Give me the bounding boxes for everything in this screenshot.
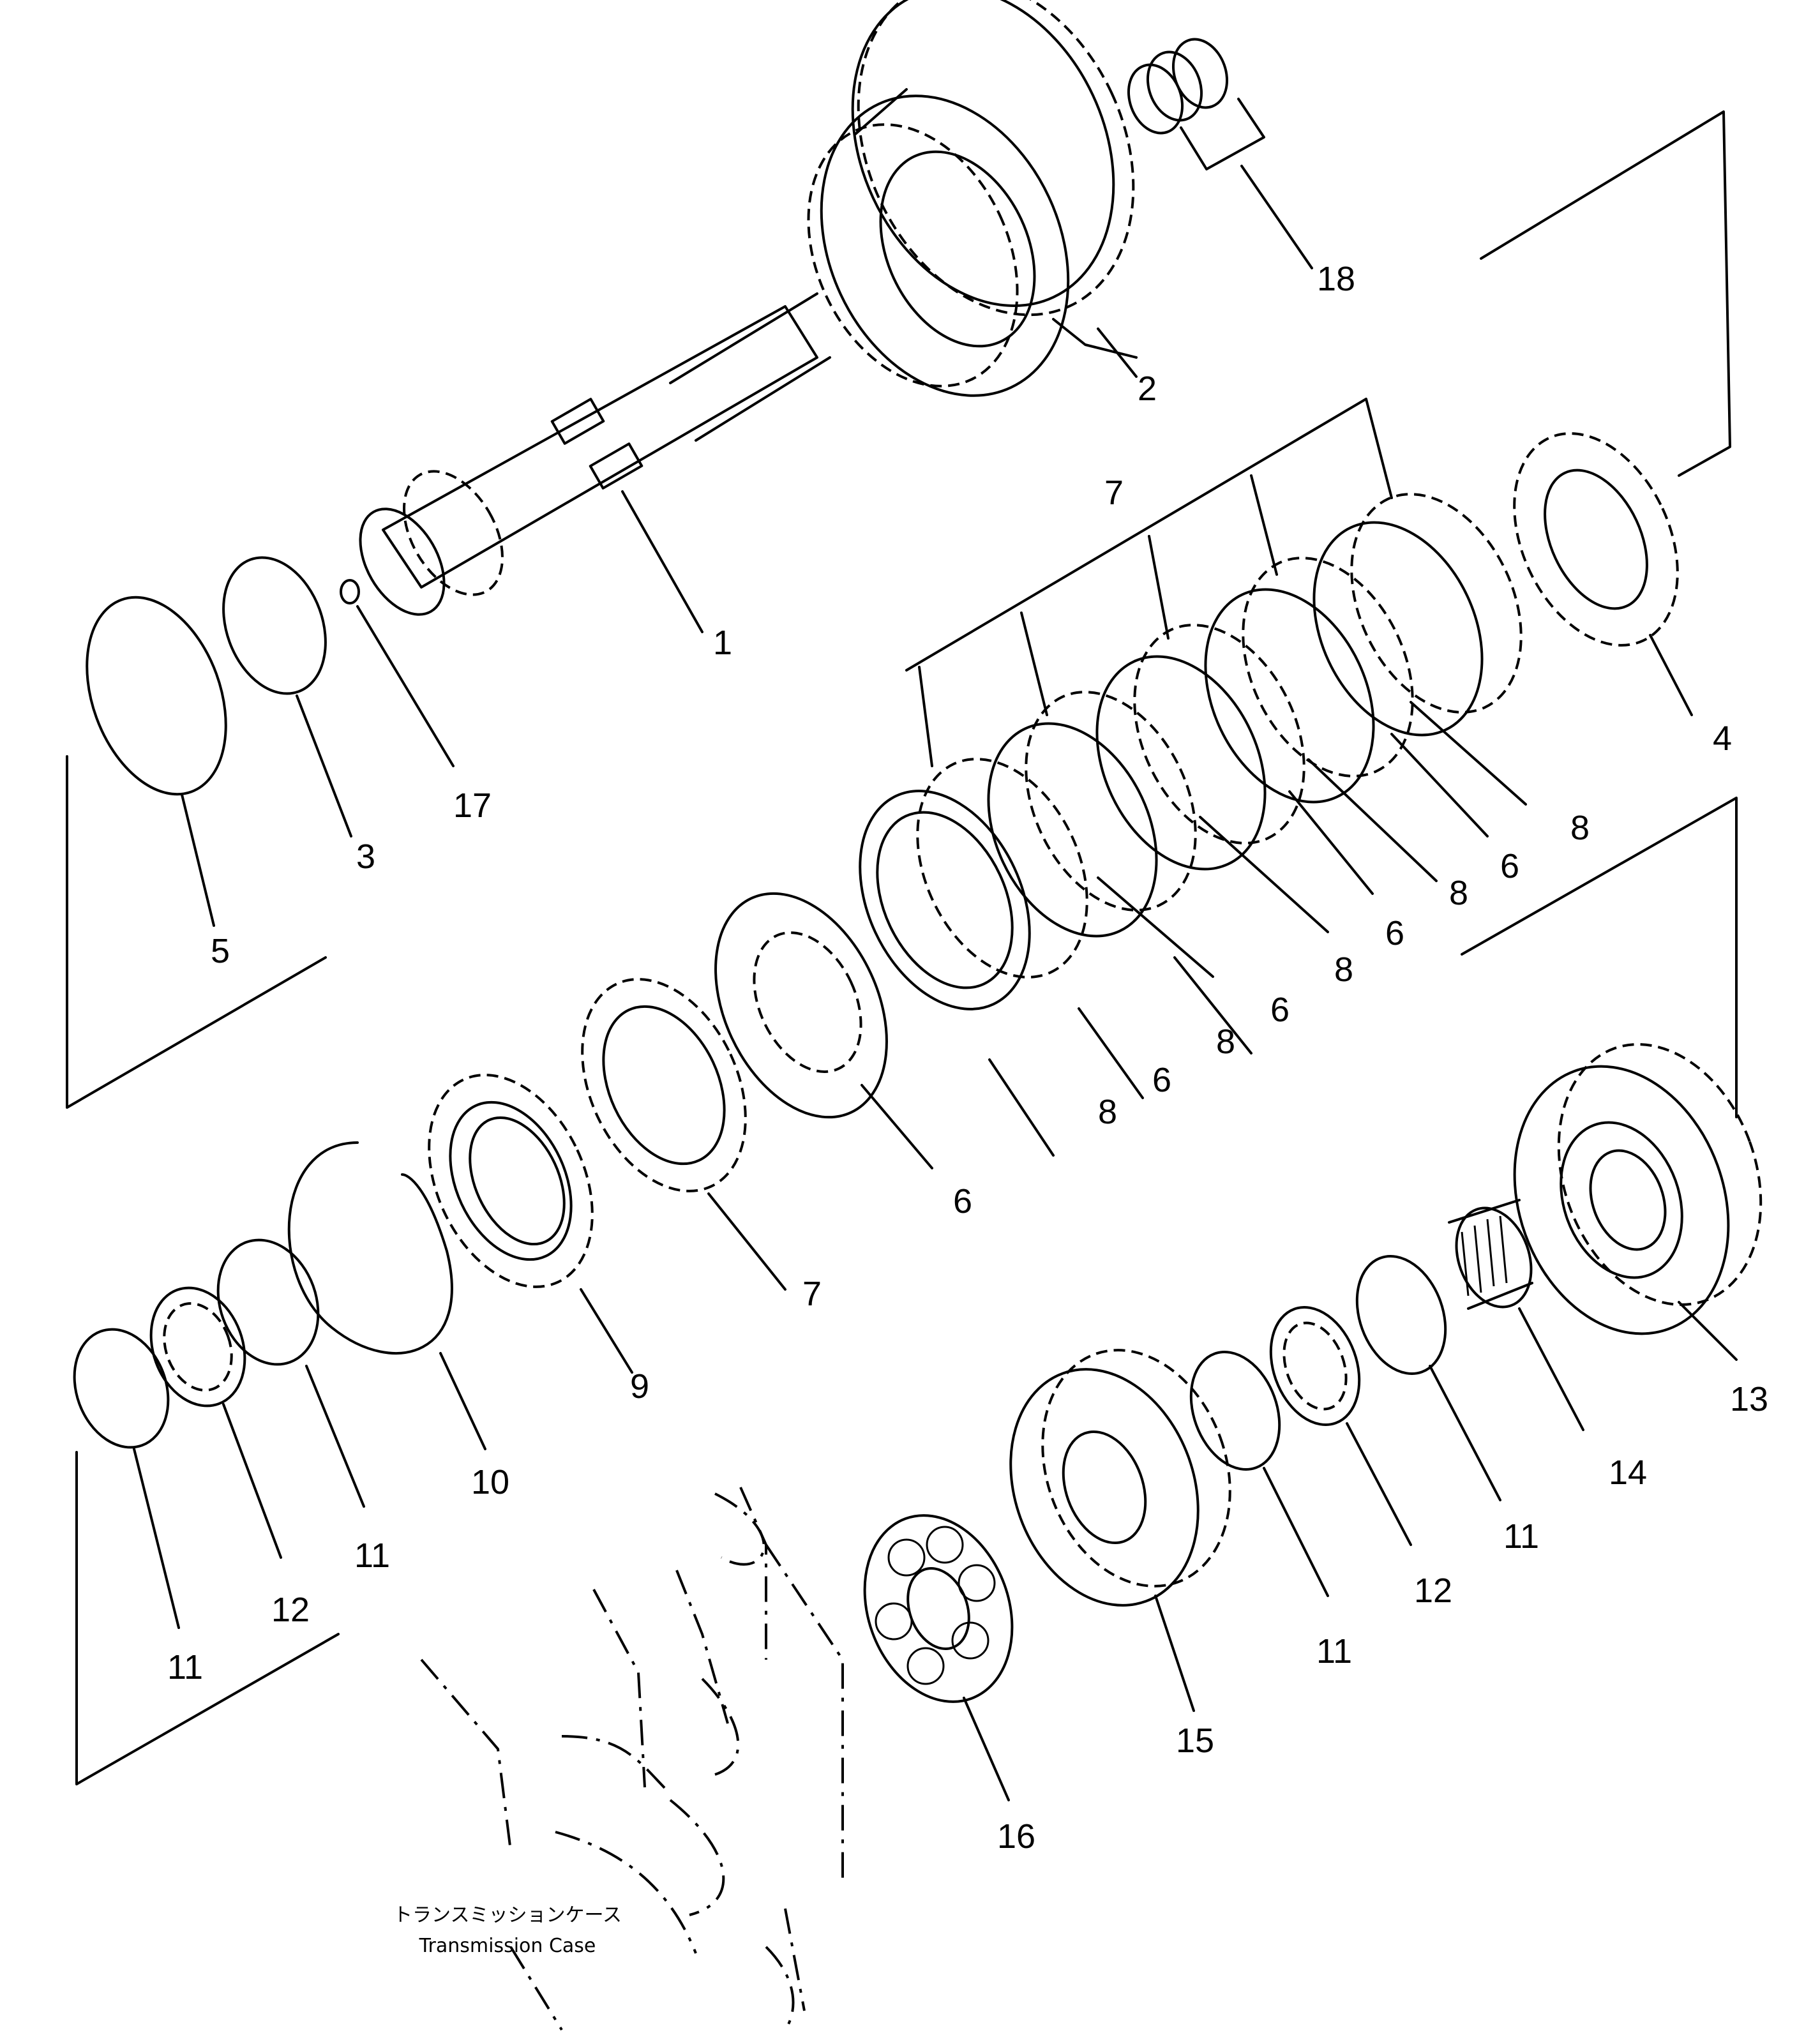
snap-ring: [287, 1141, 453, 1355]
shaft: [359, 292, 831, 616]
callout-8-e: 8: [1098, 1093, 1117, 1131]
steel-plate: [581, 978, 747, 1192]
callout-9: 9: [630, 1367, 649, 1406]
callout-13: 13: [1730, 1380, 1768, 1418]
ring-3: [222, 556, 327, 695]
bracket-upper: [905, 398, 1393, 672]
callout-11-d: 11: [1316, 1632, 1352, 1670]
callout-6-a: 6: [1500, 847, 1519, 885]
bearing-12-right: [1269, 1306, 1361, 1426]
callout-7: 7: [802, 1275, 822, 1313]
callout-2: 2: [1138, 370, 1157, 408]
bracket-11-left: [75, 1451, 340, 1785]
callout-11-a: 11: [354, 1536, 390, 1575]
callout-8-b: 8: [1449, 874, 1468, 912]
callout-3: 3: [356, 837, 375, 876]
transmission-case-caption: トランスミッションケース Transmission Case: [393, 1904, 622, 1957]
bracket-13: [1461, 797, 1738, 1118]
callout-15: 15: [1176, 1722, 1214, 1760]
callout-1: 1: [713, 624, 732, 662]
washer-11-right-a: [1355, 1255, 1447, 1375]
callout-8-a: 8: [1570, 809, 1590, 847]
callout-11-c: 11: [1503, 1517, 1539, 1556]
callout-8-c: 8: [1334, 950, 1353, 989]
callout-8-d: 8: [1216, 1023, 1235, 1061]
transmission-case-outline: [420, 1487, 844, 2031]
callout-16: 16: [997, 1817, 1035, 1856]
clutch-pack: [859, 432, 1679, 1010]
washer-11-right-b: [1189, 1351, 1281, 1471]
callout-17: 17: [453, 786, 492, 825]
bearing-12-left: [149, 1286, 246, 1408]
callout-10: 10: [471, 1463, 509, 1501]
callout-12-b: 12: [1414, 1572, 1452, 1610]
callout-7-top: 7: [1104, 474, 1124, 512]
callout-18: 18: [1317, 260, 1355, 298]
clutch-housing-drum: [807, 0, 1138, 397]
washer-11-left-b: [216, 1238, 320, 1366]
callout-5: 5: [211, 932, 230, 970]
callout-6-e: 6: [953, 1182, 972, 1220]
callout-6-d: 6: [1152, 1061, 1171, 1099]
callout-14: 14: [1609, 1453, 1647, 1492]
caption-english: Transmission Case: [419, 1935, 596, 1957]
seal-rings: [1127, 38, 1265, 170]
ring-5: [86, 596, 227, 796]
gear-plate: [428, 1074, 594, 1288]
gear-15: [1009, 1349, 1231, 1607]
needle-bearing: [1448, 1199, 1533, 1310]
gear-13: [1513, 1043, 1763, 1335]
callout-6-b: 6: [1385, 914, 1404, 952]
friction-disc: [714, 892, 888, 1119]
callout-12-a: 12: [271, 1591, 310, 1629]
pin: [340, 579, 360, 604]
caption-japanese: トランスミッションケース: [393, 1904, 622, 1926]
callout-4: 4: [1713, 719, 1732, 758]
washer-11-left-a: [73, 1328, 170, 1449]
bracket-4: [1480, 110, 1731, 477]
bracket-5: [66, 755, 327, 1109]
callouts: 1 2 3 4 5 17 18 7 8 6 8 6 8 6 8 6 8 6 7 …: [167, 260, 1768, 1856]
leader-lines: [133, 165, 1738, 1801]
callout-11-b: 11: [167, 1648, 203, 1686]
ball-bearing: [863, 1514, 1014, 1703]
callout-6-c: 6: [1270, 991, 1290, 1029]
